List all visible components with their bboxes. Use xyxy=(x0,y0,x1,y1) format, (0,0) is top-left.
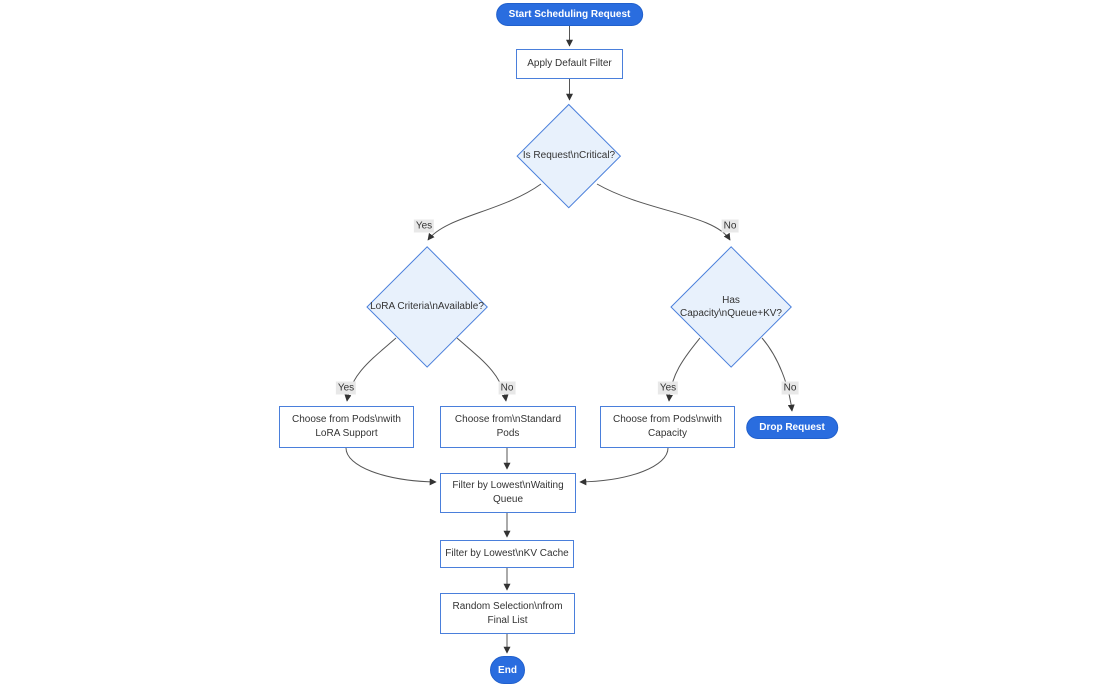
node-label: LoRA Criteria\nAvailable? xyxy=(370,301,484,313)
node-label: Filter by Lowest\nWaiting Queue xyxy=(452,480,564,505)
edge-choose-lora-to-filter-queue xyxy=(345,447,437,486)
node-label: Start Scheduling Request xyxy=(508,9,631,20)
node-end: End xyxy=(490,656,525,684)
node-label: Random Selection\nfrom Final List xyxy=(452,600,563,626)
edge-label-lora-no: No xyxy=(498,381,516,395)
node-label: Drop Request xyxy=(759,422,825,433)
node-is-request-critical: Is Request\nCritical? xyxy=(517,104,621,208)
node-drop-request: Drop Request xyxy=(746,416,838,439)
node-label: Filter by Lowest\nKV Cache xyxy=(445,548,569,559)
edge-label-critical-yes: Yes xyxy=(413,219,435,233)
node-label: Choose from\nStandard Pods xyxy=(454,414,562,439)
node-label: Choose from Pods\nwith Capacity xyxy=(613,414,722,439)
node-random-selection: Random Selection\nfrom Final List xyxy=(440,593,575,634)
node-filter-kv-cache: Filter by Lowest\nKV Cache xyxy=(440,540,574,568)
node-label: Apply Default Filter xyxy=(527,58,612,69)
node-choose-standard-pods: Choose from\nStandard Pods xyxy=(440,406,576,448)
node-label: End xyxy=(498,664,517,676)
edge-label-capacity-yes: Yes xyxy=(657,381,679,395)
node-choose-pods-capacity: Choose from Pods\nwith Capacity xyxy=(600,406,735,448)
node-label: Is Request\nCritical? xyxy=(522,150,616,162)
node-choose-pods-lora: Choose from Pods\nwith LoRA Support xyxy=(279,406,414,448)
node-start: Start Scheduling Request xyxy=(495,3,644,26)
edge-label-critical-no: No xyxy=(721,219,739,233)
node-label: Choose from Pods\nwith LoRA Support xyxy=(292,414,401,439)
node-lora-criteria-available: LoRA Criteria\nAvailable? xyxy=(365,245,488,368)
node-apply-default-filter: Apply Default Filter xyxy=(516,49,623,79)
node-filter-waiting-queue: Filter by Lowest\nWaiting Queue xyxy=(440,473,576,513)
node-label: Has Capacity\nQueue+KV? xyxy=(679,294,782,320)
edge-choose-capacity-to-filter-queue xyxy=(579,447,669,486)
edge-label-capacity-no: No xyxy=(781,381,799,395)
edge-label-lora-yes: Yes xyxy=(335,381,357,395)
node-has-capacity-queue-kv: Has Capacity\nQueue+KV? xyxy=(669,245,792,368)
